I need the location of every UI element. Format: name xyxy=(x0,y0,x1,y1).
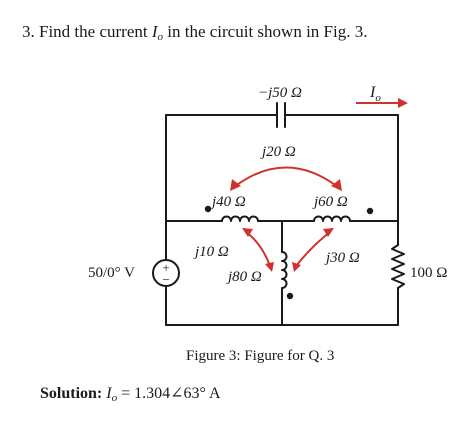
capacitor-label: −j50 Ω xyxy=(258,85,302,101)
mutual-arrow-right xyxy=(295,231,331,267)
inductor-left-label: j40 Ω xyxy=(210,194,246,210)
inductor-right-label: j60 Ω xyxy=(312,194,348,210)
dot-inductor-right xyxy=(366,207,374,215)
arrowhead-left-upper xyxy=(242,228,253,237)
source-label: 50/0° V xyxy=(88,265,135,281)
current-subscript: o xyxy=(157,31,164,43)
arrowhead-left-lower xyxy=(265,262,274,272)
current-arrow xyxy=(356,98,408,108)
solution-symbol: I xyxy=(106,385,112,402)
arrowhead-top-left xyxy=(230,179,241,191)
question-text: 3. Find the current Io in the circuit sh… xyxy=(22,22,367,43)
resistor xyxy=(391,244,405,289)
dot-inductor-center xyxy=(286,292,294,300)
arrowhead-right-lower xyxy=(292,262,301,272)
resistor-label: 100 Ω xyxy=(410,265,447,281)
mutual-left-label: j10 Ω xyxy=(193,244,229,260)
mutual-arrow-top xyxy=(233,166,339,188)
current-label: Io xyxy=(369,84,381,104)
source-minus-sign: − xyxy=(162,272,169,287)
solution-label: Solution: xyxy=(40,385,103,402)
figure-caption: Figure 3: Figure for Q. 3 xyxy=(186,348,335,364)
mutual-right-label: j30 Ω xyxy=(324,250,360,266)
arrowhead-top-right xyxy=(331,179,342,191)
inductor-right xyxy=(313,215,351,222)
source-plus-sign: + xyxy=(162,260,169,275)
mutual-top-label: j20 Ω xyxy=(260,144,296,160)
current-symbol: I xyxy=(151,22,158,41)
dot-inductor-left xyxy=(204,205,212,213)
question-text-after: in the circuit shown in Fig. 3. xyxy=(167,22,368,41)
inductor-center-label: j80 Ω xyxy=(226,269,262,285)
solution-value: = 1.304∠63° A xyxy=(121,385,221,402)
question-number: 3. xyxy=(22,22,35,41)
question-text-before: Find the current xyxy=(39,22,148,41)
solution-line: Solution: Io = 1.304∠63° A xyxy=(40,383,221,404)
inductor-left xyxy=(221,215,259,222)
mutual-arrow-left xyxy=(245,231,271,267)
arrowhead-right-upper xyxy=(323,228,334,237)
solution-subscript: o xyxy=(111,392,118,404)
inductor-center xyxy=(281,251,288,289)
